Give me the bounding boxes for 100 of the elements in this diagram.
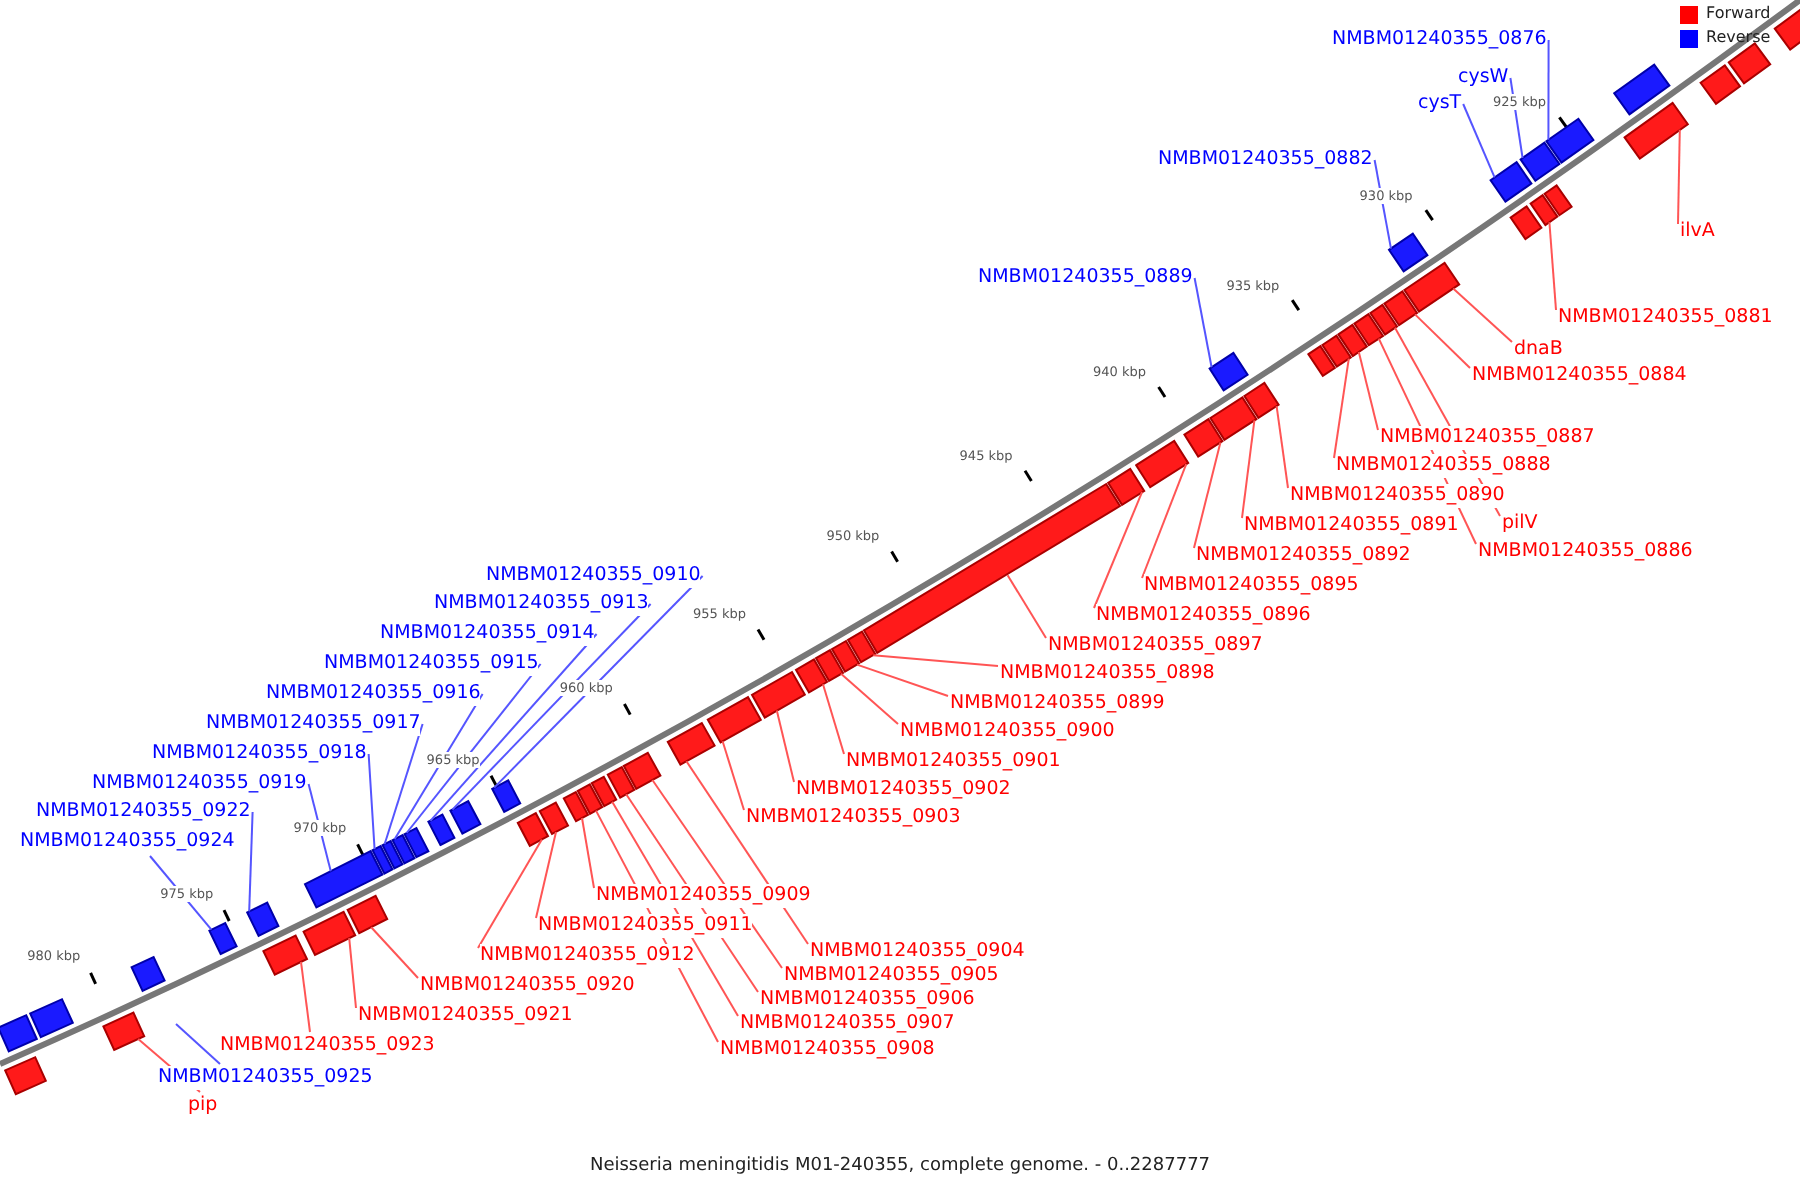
gene-label: NMBM01240355_0898 <box>1000 662 1215 686</box>
gene-label: NMBM01240355_0876 <box>1332 28 1547 52</box>
leader-line <box>1275 405 1289 489</box>
gene-block <box>706 695 763 744</box>
gene-block <box>1519 141 1561 183</box>
gene-block <box>1321 334 1353 368</box>
gene-block <box>538 801 570 836</box>
gene-block <box>1134 439 1190 489</box>
leader-line <box>383 723 424 846</box>
gene-label: NMBM01240355_0907 <box>740 1012 955 1036</box>
gene-block <box>1489 160 1533 203</box>
gene-block <box>371 844 394 875</box>
gene-block <box>1183 417 1224 458</box>
gene-block <box>590 775 618 808</box>
gene-label: NMBM01240355_0918 <box>152 742 367 766</box>
gene-label: NMBM01240355_0901 <box>846 750 1061 774</box>
gene-block <box>606 765 636 799</box>
gene-label: NMBM01240355_0917 <box>206 712 421 736</box>
gene-block <box>1529 193 1559 227</box>
gene-block <box>1699 64 1742 106</box>
leader-line <box>581 817 595 889</box>
gene-block <box>562 790 590 823</box>
gene-block <box>1509 205 1543 241</box>
leader-line <box>1141 463 1188 579</box>
leader-line <box>1006 574 1047 639</box>
gene-block <box>403 826 430 859</box>
gene-label: NMBM01240355_0896 <box>1096 604 1311 628</box>
gene-block <box>262 934 309 976</box>
gene-block <box>1773 6 1800 51</box>
gene-block <box>1337 323 1369 358</box>
gene-label: pip <box>188 1094 218 1118</box>
leader-line <box>1241 419 1256 519</box>
gene-label: NMBM01240355_0900 <box>900 720 1115 744</box>
gene-block <box>3 1055 48 1096</box>
leader-line <box>1333 357 1350 459</box>
gene-label: NMBM01240355_0909 <box>596 884 811 908</box>
gene-block <box>1387 232 1429 273</box>
leader-line <box>393 693 484 841</box>
gene-block <box>846 630 877 664</box>
gene-label: NMBM01240355_0913 <box>434 592 649 616</box>
gene-label: NMBM01240355_0908 <box>720 1038 935 1062</box>
leader-line <box>300 960 311 1033</box>
leader-line <box>1193 277 1213 369</box>
gene-block <box>102 1011 146 1052</box>
gene-label: NMBM01240355_0881 <box>1558 306 1773 330</box>
leader-line <box>477 838 543 949</box>
gene-label: NMBM01240355_0919 <box>92 772 307 796</box>
leader-line <box>1193 441 1222 549</box>
leader-line <box>872 654 999 667</box>
leader-line <box>175 1023 221 1065</box>
gene-label: NMBM01240355_0884 <box>1472 364 1687 388</box>
gene-block <box>391 833 416 865</box>
gene-block <box>1545 117 1595 164</box>
gene-label: NMBM01240355_0887 <box>1380 426 1595 450</box>
gene-label: NMBM01240355_0924 <box>20 830 235 854</box>
gene-label: NMBM01240355_0886 <box>1478 540 1693 564</box>
gene-block <box>794 658 829 694</box>
leader-line <box>348 937 357 1009</box>
leader-line <box>451 603 652 811</box>
gene-label: NMBM01240355_0921 <box>358 1004 573 1028</box>
gene-block <box>427 813 456 847</box>
gene-label: NMBM01240355_0920 <box>420 974 635 998</box>
leader-line <box>370 926 419 979</box>
gene-label: NMBM01240355_0916 <box>266 682 481 706</box>
gene-block <box>302 910 357 957</box>
gene-label: NMBM01240355_0905 <box>784 964 999 988</box>
gene-block <box>0 1013 39 1053</box>
leader-line <box>1462 103 1496 179</box>
gene-block <box>130 955 166 993</box>
gene-block <box>1612 63 1671 116</box>
gene-block <box>1383 290 1419 327</box>
caption: Neisseria meningitidis M01-240355, complete genome. - 0..2287777 <box>587 1156 1213 1176</box>
gene-block <box>666 721 716 766</box>
gene-block <box>346 894 389 935</box>
gene-block <box>490 779 522 814</box>
gene-label: NMBM01240355_0899 <box>950 692 1165 716</box>
gene-label: NMBM01240355_0895 <box>1144 574 1359 598</box>
gene-label: pilV <box>1502 512 1538 536</box>
gene-block <box>1208 351 1249 392</box>
gene-block <box>576 783 604 816</box>
gene-label: NMBM01240355_0904 <box>810 940 1025 964</box>
gene-label: NMBM01240355_0906 <box>760 988 975 1012</box>
gene-label: NMBM01240355_0922 <box>36 800 251 824</box>
leader-line <box>775 709 795 783</box>
gene-block <box>449 799 482 835</box>
gene-label: NMBM01240355_0902 <box>796 778 1011 802</box>
gene-block <box>245 901 280 938</box>
leader-line <box>1093 491 1143 609</box>
gene-label: NMBM01240355_0890 <box>1290 484 1505 508</box>
gene-block <box>1403 261 1461 313</box>
gene-block <box>28 997 75 1039</box>
leader-line <box>1548 221 1557 311</box>
gene-label: NMBM01240355_0888 <box>1336 454 1551 478</box>
gene-block <box>830 639 861 673</box>
gene-label: NMBM01240355_0891 <box>1244 514 1459 538</box>
gene-label: NMBM01240355_0911 <box>538 914 753 938</box>
gene-block <box>303 849 384 909</box>
leader-line <box>1357 351 1379 431</box>
leader-line <box>1414 313 1471 369</box>
gene-block <box>1727 42 1772 85</box>
